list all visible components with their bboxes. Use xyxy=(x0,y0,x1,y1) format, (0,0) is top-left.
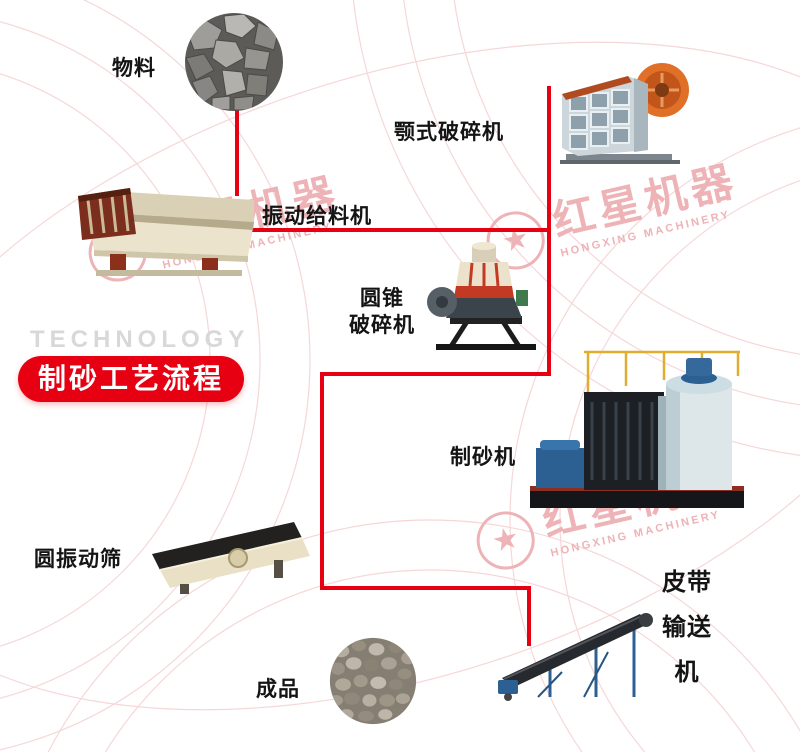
cone-crusher-label-line2: 破碎机 xyxy=(349,314,415,337)
sand-maker-photo xyxy=(526,336,748,516)
jaw-crusher-illustration xyxy=(560,63,689,164)
title-banner: 制砂工艺流程 xyxy=(18,356,244,402)
vibrating-screen-label: 圆振动筛 xyxy=(34,548,122,571)
technology-watermark: TECHNOLOGY xyxy=(30,326,250,353)
finished-product-photo xyxy=(329,637,417,725)
cone-crusher-photo xyxy=(420,236,548,352)
belt-conveyor-illustration xyxy=(498,613,653,701)
vibrating-feeder-photo xyxy=(76,176,264,282)
cone-crusher-label: 圆锥 破碎机 xyxy=(334,285,430,339)
belt-conveyor-label-row3: 机 xyxy=(674,659,700,686)
cone-crusher-illustration xyxy=(427,242,536,350)
jaw-crusher-label: 颚式破碎机 xyxy=(394,121,504,144)
jaw-crusher-photo xyxy=(550,56,692,166)
material-photo xyxy=(184,12,284,112)
gravel-illustration xyxy=(329,637,417,725)
vibrating-screen-photo xyxy=(146,508,318,594)
brand-name-cn: 红星机器 xyxy=(548,156,742,245)
cone-crusher-label-line1: 圆锥 xyxy=(360,287,404,310)
finished-product-label: 成品 xyxy=(256,678,300,701)
vibrating-feeder-label: 振动给料机 xyxy=(262,205,372,228)
brand-name-en: HONGXING MACHINERY xyxy=(559,208,732,260)
material-label: 物料 xyxy=(112,57,156,80)
rocks-illustration xyxy=(185,13,283,111)
belt-conveyor-label-row2: 输送 xyxy=(662,614,712,641)
belt-conveyor-label-row1: 皮带 xyxy=(662,569,712,596)
vibrating-screen-illustration xyxy=(152,522,310,594)
flow-path-main xyxy=(320,86,551,646)
sand-maker-label: 制砂机 xyxy=(450,446,516,469)
vibrating-feeder-illustration xyxy=(78,188,254,276)
sand-maker-illustration xyxy=(530,350,744,508)
belt-conveyor-label: 皮带 输送 机 xyxy=(660,560,714,695)
belt-conveyor-photo xyxy=(498,600,666,702)
